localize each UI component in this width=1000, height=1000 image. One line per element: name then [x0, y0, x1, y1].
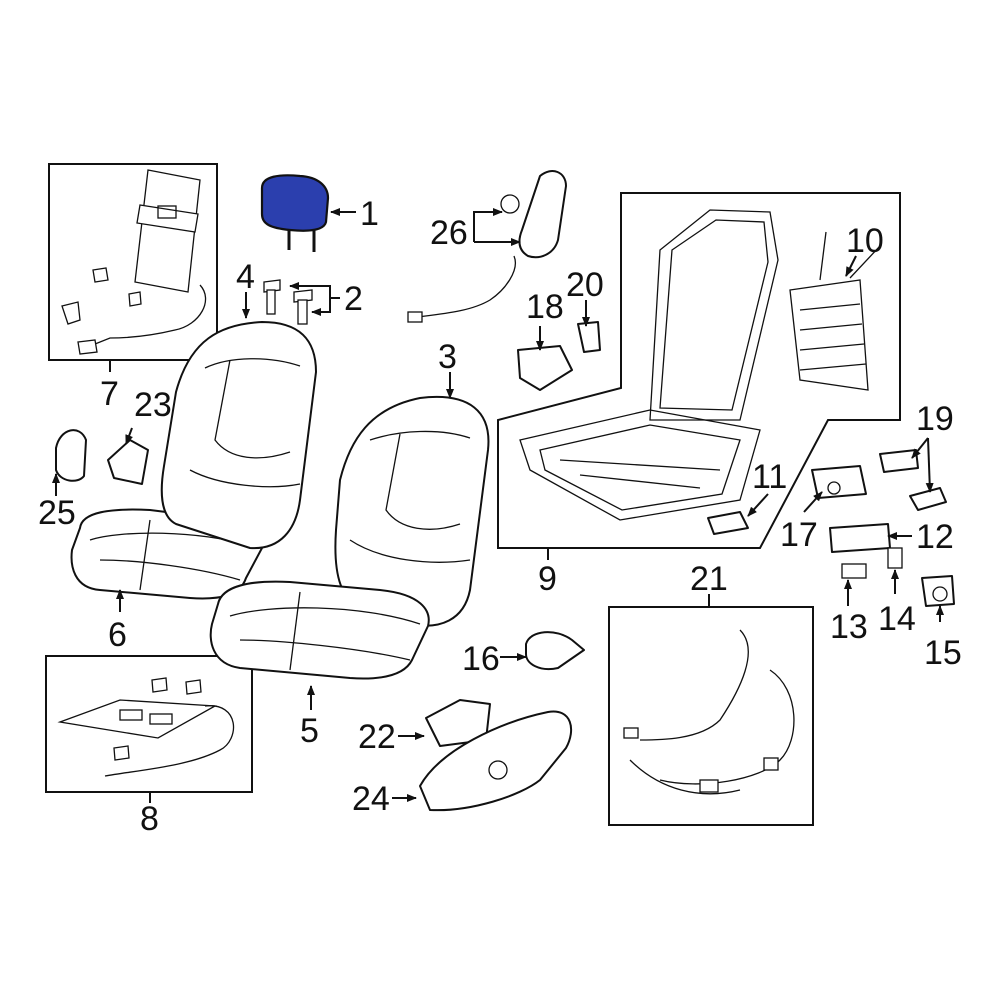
part-3-seatback-cover[interactable] [334, 396, 490, 627]
part-24-side-trim[interactable] [419, 710, 573, 812]
callout-4: 4 [236, 258, 255, 296]
callout-17: 17 [780, 516, 818, 554]
part-7-seat-heater-back[interactable] [48, 163, 218, 372]
part-4-headrest-guide[interactable] [263, 279, 313, 325]
part-5-seat-cushion-cover[interactable] [209, 580, 430, 680]
part-14-knob[interactable] [887, 547, 903, 569]
part-16-cover[interactable] [525, 631, 585, 670]
callout-18: 18 [526, 288, 564, 326]
part-22-bracket[interactable] [425, 699, 491, 747]
part-15-knob[interactable] [921, 575, 955, 607]
part-17-switch-housing[interactable] [811, 465, 867, 499]
part-21-box [608, 606, 814, 826]
callout-25: 25 [38, 494, 76, 532]
callout-12: 12 [916, 518, 954, 556]
part-20-bracket[interactable] [577, 321, 601, 353]
callout-23: 23 [134, 386, 172, 424]
callout-10: 10 [846, 222, 884, 260]
part-19-knobs[interactable] [879, 449, 947, 511]
part-25-cover[interactable] [55, 429, 87, 482]
callout-1: 1 [360, 195, 379, 233]
callout-5: 5 [300, 712, 319, 750]
part-21-wire-harness[interactable] [608, 594, 814, 826]
callout-labels: 1 2 3 4 5 6 7 8 9 10 11 12 13 14 15 16 1… [38, 195, 962, 838]
callout-8: 8 [140, 800, 159, 838]
part-10-lumbar-support[interactable] [789, 231, 881, 391]
callout-2: 2 [344, 280, 363, 318]
callout-24: 24 [352, 780, 390, 818]
callout-3: 3 [438, 338, 457, 376]
part-18-part[interactable] [517, 345, 573, 391]
callout-7: 7 [100, 375, 119, 413]
callout-16: 16 [462, 640, 500, 678]
part-26-side-airbag[interactable] [407, 170, 567, 323]
part-4-seatback-cover[interactable] [160, 321, 317, 550]
callout-13: 13 [830, 608, 868, 646]
callout-9: 9 [538, 560, 557, 598]
callout-26: 26 [430, 214, 468, 252]
part-13-knob[interactable] [841, 563, 867, 579]
part-7-box [48, 163, 218, 361]
part-9-seat-frame[interactable] [497, 192, 901, 560]
callout-6: 6 [108, 616, 127, 654]
part-1-headrest[interactable] [260, 174, 330, 252]
callout-15: 15 [924, 634, 962, 672]
part-12-switch-panel[interactable] [829, 523, 891, 553]
callout-19: 19 [916, 400, 954, 438]
part-11-switch[interactable] [707, 511, 749, 535]
part-23-bracket[interactable] [107, 439, 149, 485]
callout-14: 14 [878, 600, 916, 638]
callout-22: 22 [358, 718, 396, 756]
leader-lines [52, 208, 944, 802]
part-9-box [497, 192, 901, 549]
callout-21: 21 [690, 560, 728, 598]
part-8-seat-heater-cushion[interactable] [45, 655, 253, 803]
callout-11: 11 [752, 458, 787, 496]
callout-20: 20 [566, 266, 604, 304]
